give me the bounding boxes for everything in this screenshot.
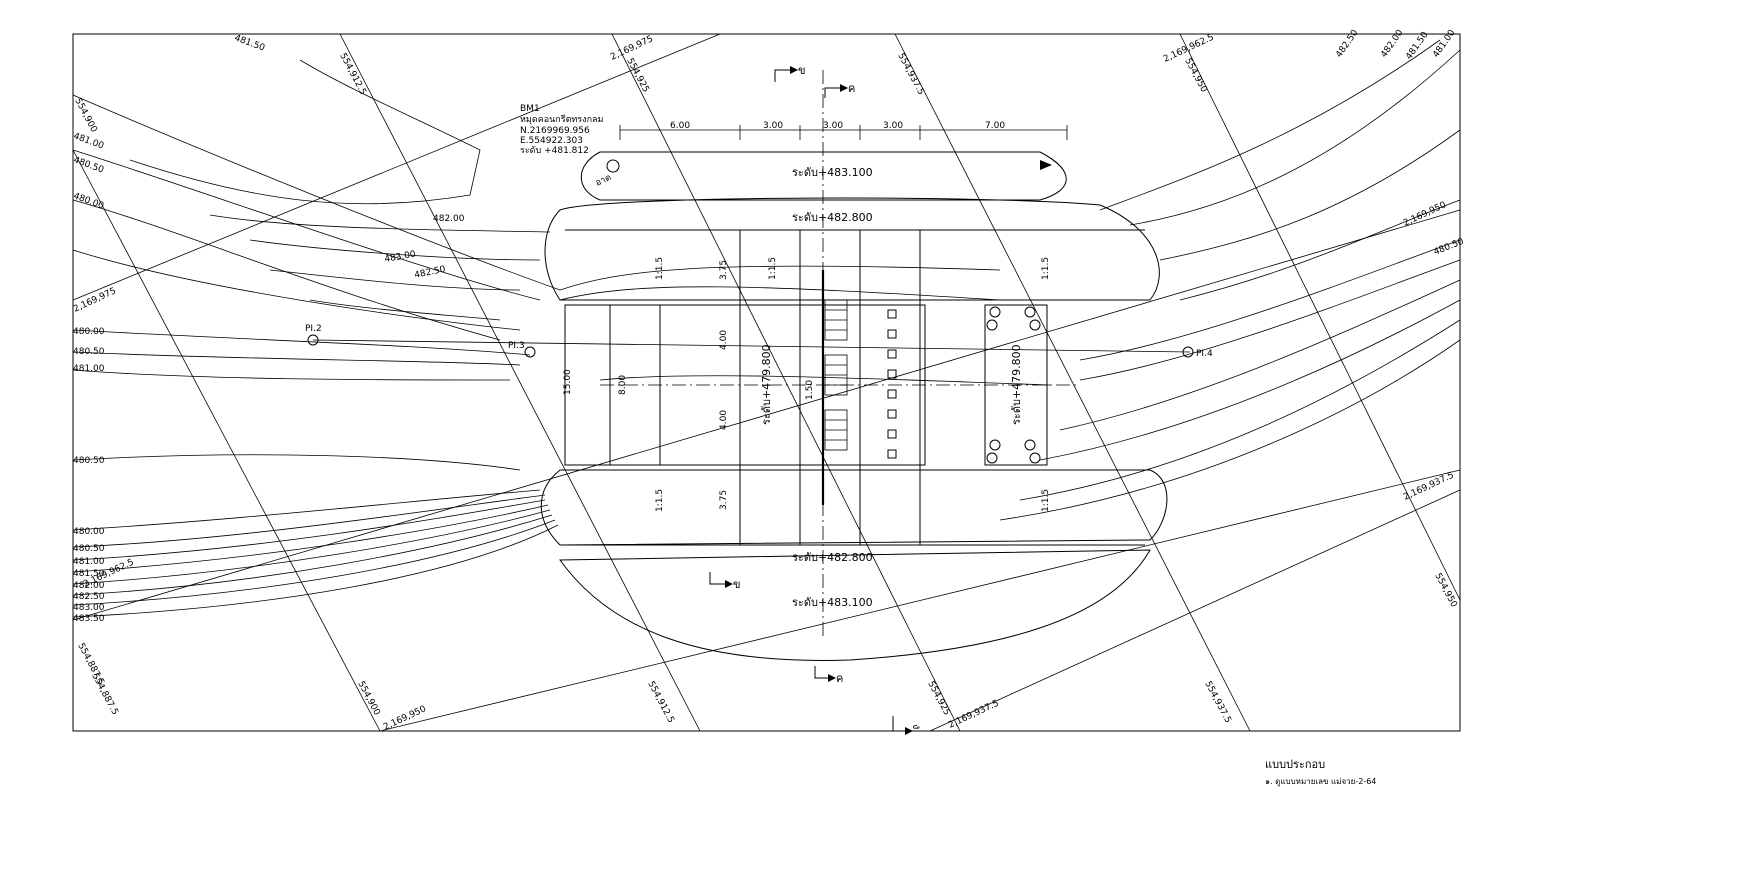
contour-bl-6: 482.50 — [73, 592, 105, 602]
stair-steps — [824, 299, 848, 451]
contour-bl-7: 483.00 — [73, 603, 105, 613]
grid-label-17: 2,169,937.5 — [947, 699, 1001, 731]
contour-bl-2: 480.50 — [73, 544, 105, 554]
level-bottom-2: ระดับ+483.100 — [792, 596, 873, 609]
grid-label-18: 554,937.5 — [1202, 680, 1232, 725]
level-floor-2: ระดับ+479.800 — [1010, 344, 1023, 425]
contour-bl-3: 481.00 — [73, 557, 105, 567]
section-label-4: ค — [836, 672, 843, 685]
riprap-stones — [986, 306, 1041, 464]
dim-top-3: 3.00 — [823, 121, 843, 131]
contour-top-3: 482.00 — [1379, 28, 1405, 60]
slope-4: 1:1.5 — [655, 489, 665, 512]
contour-lines — [72, 39, 1461, 618]
section-label-1: ข — [798, 64, 806, 77]
level-top-2: ระดับ+482.800 — [792, 211, 873, 224]
slope-3: 1:1.5 — [1041, 257, 1051, 280]
bm-east: E.554922.303 — [520, 136, 583, 146]
dim-v1: 4.00 — [719, 330, 729, 350]
grid-label-3: 554,925 — [624, 57, 650, 95]
dim-s1: 3.75 — [719, 260, 729, 280]
section-label-5: ง — [910, 724, 923, 729]
pi2-label: PI.2 — [305, 324, 322, 334]
caption-title: แบบประกอบ — [1265, 758, 1325, 771]
dim-v4: 1.50 — [805, 380, 815, 400]
grid-label-4: 554,937.5 — [895, 52, 925, 97]
drawing-frame — [72, 33, 1461, 732]
contour-left-1: 480.00 — [73, 327, 105, 337]
pi3-label: PI.3 — [508, 341, 525, 351]
level-top-1: ระดับ+483.100 — [792, 166, 873, 179]
dim-s2: 3.75 — [719, 490, 729, 510]
bm-name: BM1 — [520, 104, 540, 114]
dim-top-5: 7.00 — [985, 121, 1005, 131]
dim-top-2: 3.00 — [763, 121, 783, 131]
level-bottom-1: ระดับ+482.800 — [792, 551, 873, 564]
contour-l-1: 481.00 — [72, 131, 105, 151]
contour-r-1: 480.50 — [1432, 237, 1465, 258]
contour-bl-8: 483.50 — [73, 614, 105, 624]
slope-1: 1:1.5 — [655, 257, 665, 280]
contour-left-3: 481.00 — [73, 364, 105, 374]
dim-v3: 8.00 — [618, 375, 628, 395]
grid-label-6: 554,950 — [1182, 57, 1208, 95]
dim-v5: 15.00 — [563, 369, 573, 395]
contour-mid-1: 482.00 — [433, 214, 465, 224]
grid-label-13: 554,900 — [355, 680, 381, 718]
grid-label-16: 554,925 — [925, 680, 951, 718]
structure-outline — [312, 70, 1191, 661]
pi4-label: PI.4 — [1196, 349, 1213, 359]
section-label-2: ค — [848, 82, 855, 95]
dimension-line-top — [619, 125, 1068, 140]
grid-label-7: 554,900 — [72, 97, 98, 135]
survey-points — [307, 159, 1194, 358]
contour-top-1: 481.50 — [233, 33, 266, 53]
contour-top-2: 482.50 — [1334, 28, 1360, 60]
dim-top-4: 3.00 — [883, 121, 903, 131]
dim-top-1: 6.00 — [670, 121, 690, 131]
grid-label-15: 554,912.5 — [645, 680, 675, 725]
contour-left-4: 480.50 — [73, 456, 105, 466]
contour-top-4: 481.50 — [1404, 30, 1430, 62]
bm-desc: หมุดคอนกรีตทรงกลม — [520, 114, 604, 125]
section-arrows — [709, 66, 1052, 735]
contour-bl-1: 480.00 — [73, 527, 105, 537]
marker-label: อาด — [594, 173, 613, 189]
contour-bl-5: 482.00 — [73, 581, 105, 591]
contour-left-2: 480.50 — [73, 347, 105, 357]
grid-label-19: 2,169,937.5 — [1402, 471, 1456, 503]
contour-mid-3: 482.50 — [414, 265, 447, 281]
baffle-blocks — [887, 309, 897, 459]
contour-bl-4: 481.50 — [73, 569, 105, 579]
section-label-3: ข — [733, 578, 741, 591]
contour-l-3: 480.00 — [72, 191, 105, 211]
slope-2: 1:1.5 — [768, 257, 778, 280]
coordinate-grid — [72, 33, 1461, 732]
grid-label-14: 2,169,950 — [382, 704, 428, 733]
bm-level: ระดับ +481.812 — [520, 146, 589, 156]
bm-north: N.2169969.956 — [520, 126, 590, 136]
grid-label-9: 2,169,950 — [1402, 200, 1448, 229]
caption-subtitle: ๑. ดูแบบหมายเลข แม่จวย-2-64 — [1265, 777, 1376, 787]
dim-v2: 4.00 — [719, 410, 729, 430]
slope-5: 1:1.5 — [1041, 489, 1051, 512]
level-floor-1: ระดับ+479.800 — [760, 344, 773, 425]
grid-label-20: 554,950 — [1432, 572, 1458, 610]
